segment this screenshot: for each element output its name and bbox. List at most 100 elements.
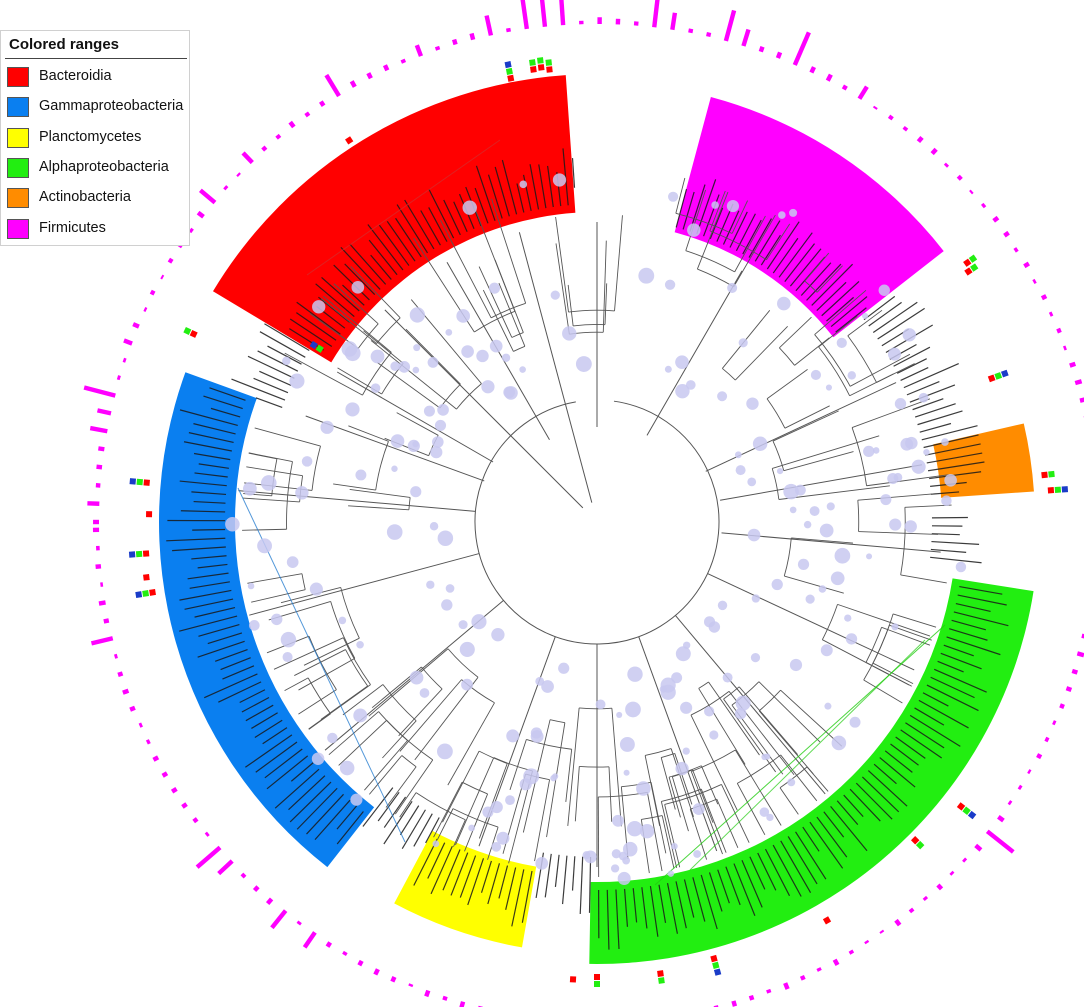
tip-label xyxy=(378,224,410,266)
abundance-bar xyxy=(579,20,584,25)
node-circle xyxy=(830,571,845,586)
tip-label xyxy=(909,714,961,747)
tip-label xyxy=(722,210,740,245)
node-circle xyxy=(683,641,691,649)
branch xyxy=(778,485,890,500)
node-circle xyxy=(627,666,643,682)
branch xyxy=(604,283,608,325)
branch xyxy=(738,686,799,755)
abundance-bar xyxy=(908,907,915,914)
node-circle xyxy=(468,824,475,832)
branch xyxy=(865,661,912,687)
tip-label xyxy=(430,845,453,895)
branch xyxy=(668,777,681,818)
branch xyxy=(872,662,914,685)
node-circle xyxy=(810,369,822,381)
node-circle xyxy=(911,459,926,474)
annotation-marker xyxy=(529,59,536,66)
branch xyxy=(689,809,708,860)
branch xyxy=(248,452,293,462)
node-circle xyxy=(777,296,791,311)
branch-arc xyxy=(723,686,740,700)
abundance-bar xyxy=(95,545,100,551)
node-circle xyxy=(722,672,733,683)
annotation-marker xyxy=(504,61,512,69)
tip-label xyxy=(194,472,228,478)
node-circle xyxy=(878,284,890,296)
annotation-marker xyxy=(987,374,996,383)
branch-arc xyxy=(415,792,466,821)
abundance-bar xyxy=(442,995,448,1001)
branch xyxy=(254,427,321,447)
node-circle xyxy=(824,702,832,710)
node-circle xyxy=(638,267,655,284)
tip-label xyxy=(666,883,678,934)
branch xyxy=(758,710,814,775)
abundance-bar xyxy=(92,527,100,533)
abundance-bar xyxy=(198,188,217,205)
branch xyxy=(491,198,527,304)
branch-arc xyxy=(645,748,672,756)
tip-label xyxy=(922,692,949,707)
tip-label xyxy=(741,860,763,908)
annotation-marker xyxy=(545,59,553,66)
branch xyxy=(342,684,384,716)
tip-label xyxy=(296,301,341,335)
branch-arc xyxy=(779,347,795,366)
abundance-bar xyxy=(741,28,751,47)
tip-label xyxy=(649,886,659,937)
node-circle xyxy=(432,840,440,848)
node-circle xyxy=(488,282,501,294)
branch xyxy=(399,792,417,818)
branch-arc xyxy=(573,324,606,327)
node-circle xyxy=(834,547,851,564)
abundance-bar xyxy=(122,688,130,695)
abundance-bar xyxy=(597,17,602,25)
node-circle xyxy=(489,339,503,353)
tip-label xyxy=(546,165,554,208)
abundance-bar xyxy=(615,18,621,25)
node-circle xyxy=(530,727,543,739)
abundance-bar xyxy=(152,755,160,762)
branch xyxy=(509,739,527,791)
node-circle xyxy=(339,760,355,776)
abundance-bar xyxy=(261,145,268,152)
branch xyxy=(333,483,376,491)
node-circle xyxy=(831,735,847,751)
backbone-arc xyxy=(474,400,720,645)
branch xyxy=(705,382,897,472)
annotation-marker xyxy=(1041,471,1048,479)
branch-arc xyxy=(579,766,610,768)
node-circle xyxy=(412,440,419,448)
branch xyxy=(298,657,356,691)
tip-label xyxy=(184,598,234,610)
branch-arc xyxy=(511,332,524,338)
branch xyxy=(733,214,776,287)
node-circle xyxy=(437,404,449,416)
branch xyxy=(322,295,392,353)
tip-label xyxy=(266,755,309,790)
tip-label xyxy=(413,838,438,886)
branch xyxy=(814,289,867,335)
node-circle xyxy=(434,419,447,431)
branch xyxy=(464,793,489,852)
tip-label xyxy=(571,158,576,188)
branch xyxy=(565,749,573,803)
tip-label xyxy=(192,528,226,531)
tip-label xyxy=(725,866,741,906)
abundance-bar xyxy=(792,31,811,66)
branch xyxy=(892,613,937,628)
tip-label xyxy=(953,611,1009,627)
node-circle xyxy=(891,623,899,631)
branch-arc xyxy=(340,587,360,639)
node-circle xyxy=(887,347,902,361)
tip-label xyxy=(494,166,510,217)
abundance-bar xyxy=(302,931,317,949)
node-circle xyxy=(286,556,299,568)
tip-label xyxy=(900,366,929,381)
branch xyxy=(772,410,839,442)
tip-label xyxy=(802,826,820,852)
branch-arc xyxy=(375,441,389,491)
annotation-marker xyxy=(710,954,718,963)
abundance-bar xyxy=(558,0,566,26)
